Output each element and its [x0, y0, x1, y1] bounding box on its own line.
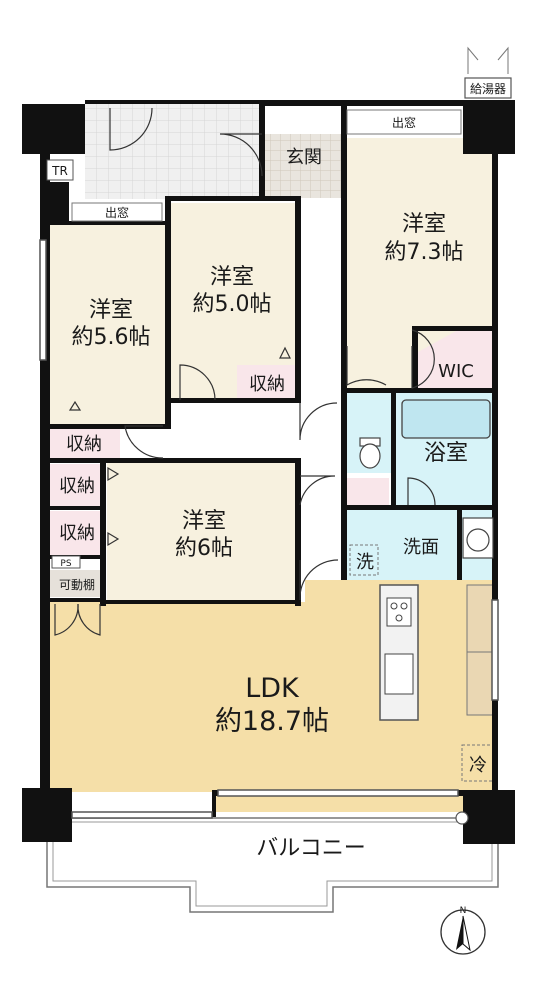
- entrance-porch: [85, 104, 263, 199]
- storage-1-label: 収納: [66, 434, 102, 455]
- movable-shelf: [50, 570, 105, 597]
- genkan-label: 玄関: [286, 147, 322, 168]
- western-3-area: 約7.3帖: [385, 240, 464, 265]
- water-heater-box: [464, 46, 512, 99]
- western-2-name: 洋室: [210, 265, 254, 290]
- wic-label: WIC: [438, 361, 474, 382]
- genkan-floor: [263, 134, 345, 198]
- balcony-drain: [455, 811, 469, 825]
- storage-2-label: 収納: [249, 374, 285, 395]
- sink: [462, 517, 494, 559]
- labels: 玄関 洋室 約5.6帖 洋室 約5.0帖 洋室 約7.3帖 洋室 約6帖 WIC…: [51, 82, 506, 916]
- storage-1: [50, 428, 120, 458]
- western-2-area: 約5.0帖: [193, 292, 272, 317]
- storage-4-label: 収納: [59, 523, 95, 544]
- western-3-name: 洋室: [402, 212, 446, 237]
- washroom-label: 洗面: [403, 537, 439, 558]
- bath-label: 浴室: [424, 441, 468, 466]
- wic-area: [418, 330, 497, 388]
- ps-label: PS: [60, 559, 71, 569]
- western-room-4: [107, 463, 297, 601]
- fridge-label: 冷: [469, 755, 487, 776]
- toilet: [359, 437, 381, 469]
- stove: [386, 597, 412, 627]
- linen-storage: [341, 478, 389, 506]
- doors: [54, 107, 436, 636]
- ps-box: [51, 555, 81, 569]
- bay-window-2-label: 出窓: [392, 115, 416, 130]
- western-room-1: [50, 225, 167, 425]
- compass-north-label: N: [460, 906, 467, 916]
- walls: [22, 100, 515, 844]
- western-1-area: 約5.6帖: [72, 325, 151, 350]
- ldk-name: LDK: [245, 673, 300, 704]
- tr-box: [46, 159, 74, 181]
- western-1-name: 洋室: [89, 298, 133, 323]
- water-heater-label: 給湯器: [470, 82, 506, 96]
- bay-window-1-label: 出窓: [105, 205, 129, 220]
- windows: [39, 109, 499, 819]
- western-4-name: 洋室: [182, 509, 226, 534]
- washer-label: 洗: [356, 552, 374, 573]
- storage-4: [50, 511, 105, 555]
- storage-3-label: 収納: [59, 476, 95, 497]
- balcony-label: バルコニー: [256, 836, 366, 861]
- ldk-area: 約18.7帖: [215, 706, 329, 737]
- storage-2: [237, 365, 295, 400]
- storage-3: [50, 464, 105, 506]
- compass: [440, 909, 486, 955]
- washer-pan: [349, 544, 379, 576]
- balcony: [46, 817, 499, 913]
- kitchen-sink: [384, 653, 414, 695]
- movable-shelf-label: 可動棚: [59, 577, 95, 592]
- bathtub: [401, 399, 491, 439]
- tr-label: TR: [51, 164, 68, 178]
- western-4-area: 約6帖: [175, 536, 233, 561]
